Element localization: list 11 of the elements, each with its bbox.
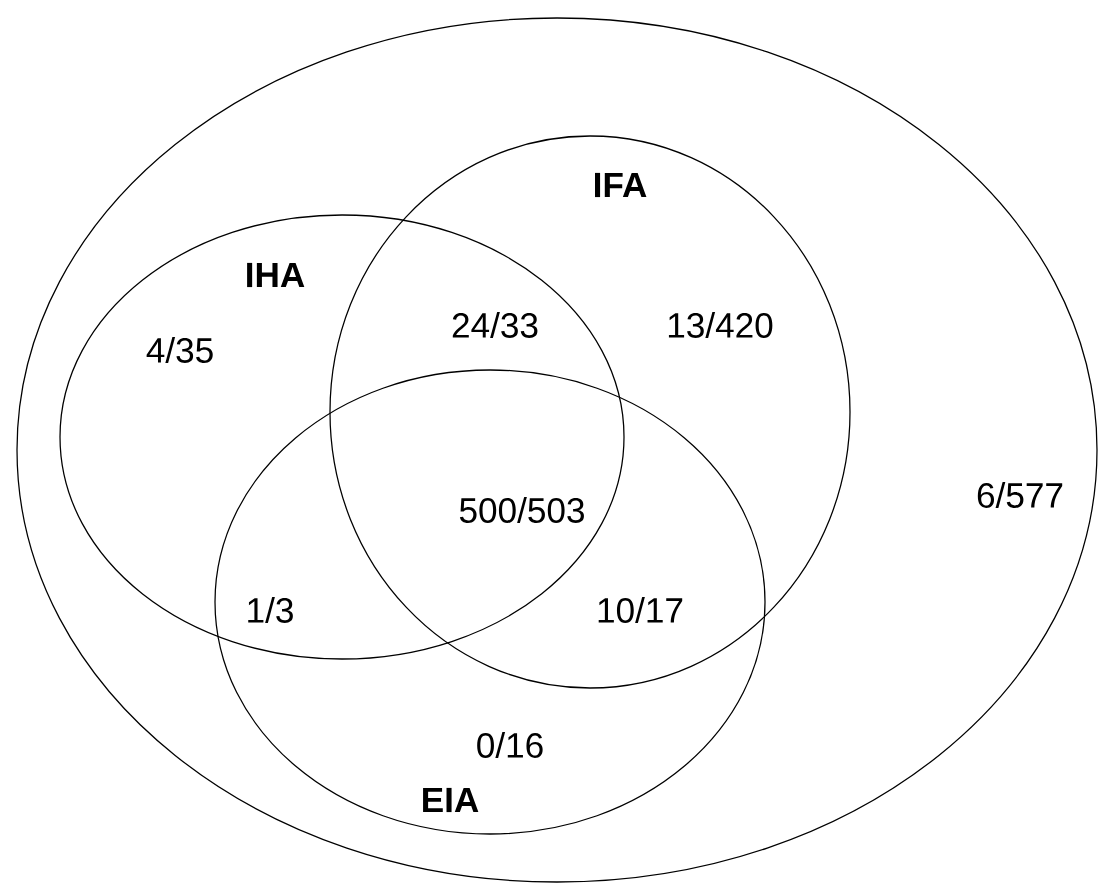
count-label: 4/35 (146, 337, 213, 363)
count-label: 6/577 (977, 482, 1063, 508)
set-label: EIA (423, 787, 479, 813)
count-label: 13/420 (668, 312, 773, 338)
count-label: 24/33 (452, 312, 538, 338)
count-label: 10/17 (598, 597, 683, 623)
count-label: 500/503 (459, 497, 584, 523)
set-label: IFA (595, 172, 647, 198)
count-label: 1/3 (248, 597, 293, 623)
count-label: 0/16 (477, 732, 543, 758)
set-label: IHA (247, 262, 305, 288)
